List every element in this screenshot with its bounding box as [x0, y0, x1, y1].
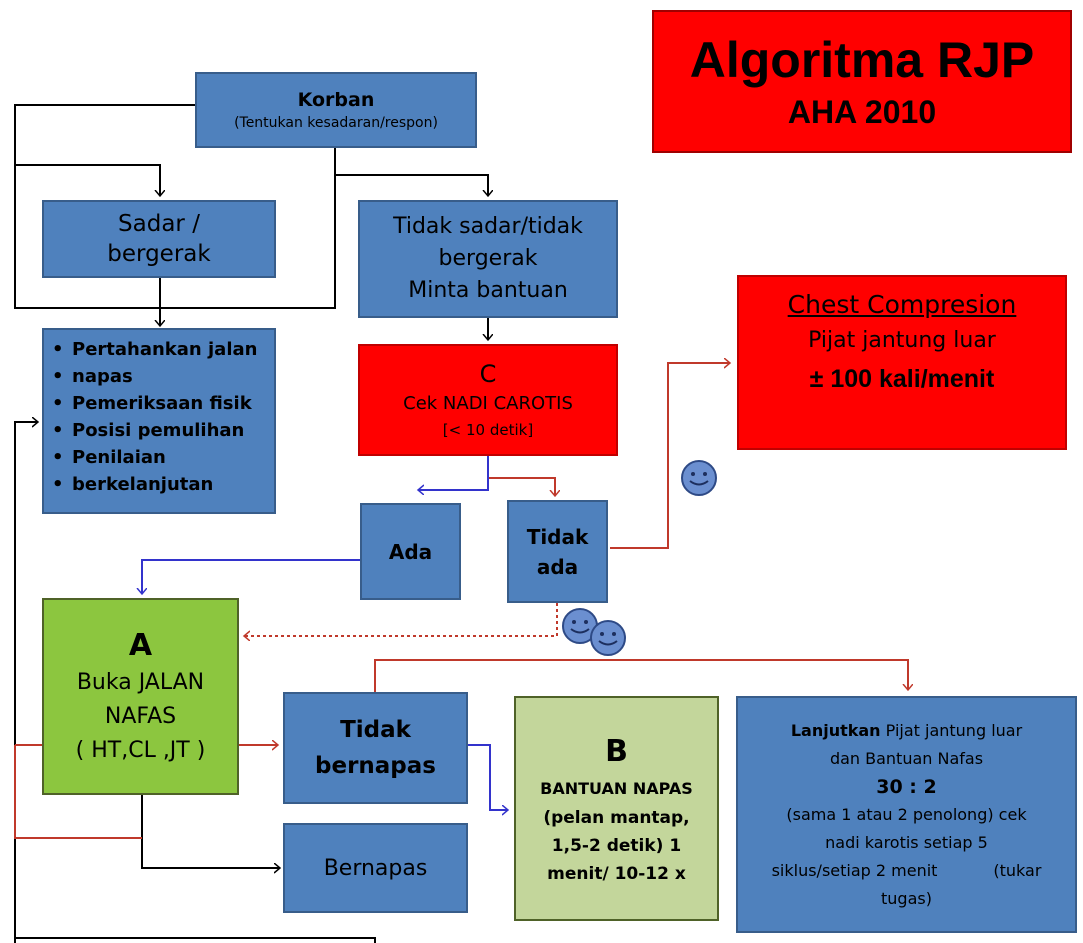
lanjutkan-line6: siklus/setiap 2 menit (tukar	[771, 860, 1042, 880]
lanjutkan-line2: dan Bantuan Nafas	[829, 748, 984, 768]
korban-subtitle: (Tentukan kesadaran/respon)	[234, 115, 438, 131]
title-sub: AHA 2010	[787, 93, 937, 130]
a-line1: Buka JALAN	[76, 669, 205, 695]
arrow-tidak-bernapas-to-b	[468, 744, 508, 810]
tidak-ada-line2: ada	[536, 554, 579, 579]
b-line1: BANTUAN NAPAS	[540, 778, 693, 798]
b-letter: B	[605, 733, 628, 769]
arrow-ada-to-a	[142, 559, 360, 594]
perawatan-item: Pertahankan jalan	[52, 336, 258, 363]
b-box: B BANTUAN NAPAS (pelan mantap, 1,5-2 det…	[514, 696, 719, 921]
chest-line2: ± 100 kali/menit	[809, 365, 995, 393]
lanjutkan-bold: Lanjutkan	[790, 720, 881, 740]
a-line3: ( HT,CL ,JT )	[75, 737, 206, 763]
loop-line-left	[14, 165, 336, 309]
tidak-sadar-line2: bergerak	[438, 246, 538, 271]
arrow-korban-to-sadar	[14, 104, 195, 196]
b-line4: menit/ 10-12 x	[547, 863, 686, 884]
a-box: A Buka JALAN NAFAS ( HT,CL ,JT )	[42, 598, 239, 795]
tidak-bernapas-box: Tidak bernapas	[283, 692, 468, 804]
arrow-tidak-ada-to-chest	[610, 363, 730, 549]
title-box: Algoritma RJP AHA 2010	[652, 10, 1072, 153]
a-letter: A	[128, 627, 153, 663]
korban-box: Korban (Tentukan kesadaran/respon)	[195, 72, 477, 148]
lanjutkan-ratio: 30 : 2	[876, 775, 937, 798]
korban-title: Korban	[297, 89, 375, 111]
c-line2: [< 10 detik]	[442, 421, 534, 439]
smiley-icon	[681, 460, 717, 496]
perawatan-item: Penilaian	[52, 444, 257, 471]
double-smiley-icon	[562, 608, 626, 656]
bernapas-label: Bernapas	[323, 855, 428, 881]
lanjutkan-line4: (sama 1 atau 2 penolong) cek	[786, 804, 1027, 824]
lanjutkan-line1: Lanjutkan Pijat jantung luar	[791, 717, 1022, 745]
arrow-tidak-bernapas-to-lanjutkan	[374, 659, 908, 692]
b-line3: 1,5-2 detik) 1	[551, 835, 682, 856]
arrow-c-to-ada	[418, 456, 489, 490]
lanjutkan-line5: nadi karotis setiap 5	[825, 832, 988, 852]
chest-line1: Pijat jantung luar	[808, 328, 996, 353]
title-main: Algoritma RJP	[689, 31, 1035, 88]
tidak-bernapas-line2: bernapas	[315, 753, 436, 779]
sadar-line2: bergerak	[107, 241, 211, 267]
chest-title: Chest Compresion	[787, 290, 1017, 319]
arrow-loop-to-perawatan	[14, 422, 38, 943]
bernapas-box: Bernapas	[283, 823, 468, 913]
sadar-line1: Sadar /	[118, 211, 200, 237]
line-bottom	[15, 937, 376, 943]
tidak-ada-line1: Tidak	[526, 524, 589, 549]
c-letter: C	[479, 360, 497, 388]
perawatan-item: Pemeriksaan fisik	[52, 390, 257, 417]
b-line2: (pelan mantap,	[543, 807, 690, 828]
c-box: C Cek NADI CAROTIS [< 10 detik]	[358, 344, 618, 456]
ada-box: Ada	[360, 503, 461, 600]
ada-label: Ada	[388, 539, 433, 564]
perawatan-item: napas	[52, 363, 257, 390]
arrow-korban-to-tidak-sadar	[334, 148, 488, 196]
tidak-sadar-line3: Minta bantuan	[408, 278, 568, 303]
perawatan-list: Pertahankan jalan napas Pemeriksaan fisi…	[44, 336, 258, 498]
tidak-bernapas-line1: Tidak	[340, 717, 411, 743]
perawatan-item: Posisi pemulihan	[52, 417, 257, 444]
line-red-left	[14, 745, 142, 839]
arrow-dotted-to-a	[244, 603, 558, 636]
lanjutkan-line7: tugas)	[881, 888, 932, 908]
arrow-a-to-bernapas	[141, 795, 280, 868]
lanjutkan-box: Lanjutkan Pijat jantung luar dan Bantuan…	[736, 696, 1077, 933]
sadar-box: Sadar / bergerak	[42, 200, 276, 278]
a-line2: NAFAS	[104, 703, 177, 729]
tidak-sadar-line1: Tidak sadar/tidak	[393, 214, 583, 239]
perawatan-item: berkelanjutan	[52, 471, 257, 498]
tidak-sadar-box: Tidak sadar/tidak bergerak Minta bantuan	[358, 200, 618, 318]
chest-compression-box: Chest Compresion Pijat jantung luar ± 10…	[737, 275, 1067, 450]
arrow-c-to-tidak-ada	[487, 456, 555, 496]
c-line1: Cek NADI CAROTIS	[403, 393, 573, 414]
lanjutkan-rest: Pijat jantung luar	[880, 720, 1023, 740]
tidak-ada-box: Tidak ada	[507, 500, 608, 603]
perawatan-box: Pertahankan jalan napas Pemeriksaan fisi…	[42, 328, 276, 514]
